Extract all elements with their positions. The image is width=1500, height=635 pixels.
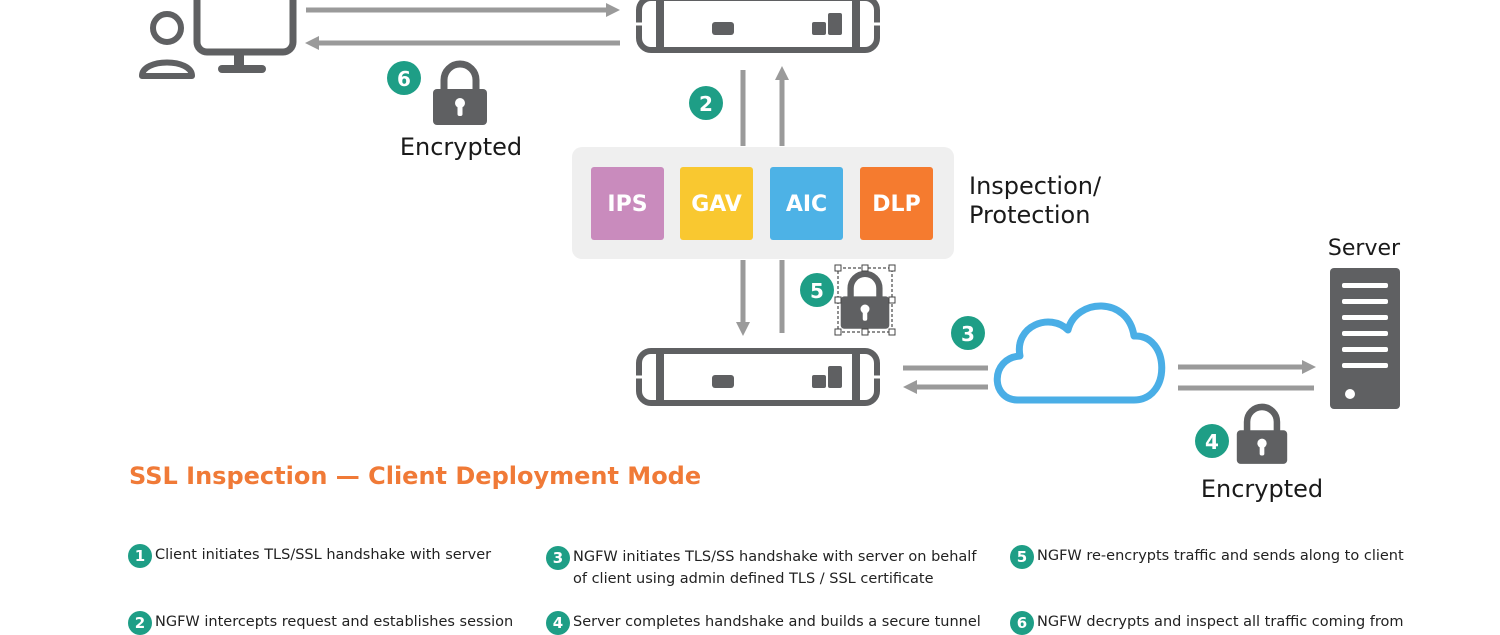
inspection-label-line1: Inspection/ — [969, 172, 1102, 200]
module-aic-label: AIC — [786, 192, 827, 217]
step-4-badge — [1195, 424, 1229, 458]
step-3-number: 3 — [546, 546, 570, 570]
step-6-text: NGFW decrypts and inspect all traffic co… — [1037, 614, 1404, 630]
step-3-text-line2: of client using admin defined TLS / SSL … — [573, 571, 934, 587]
step-1-text: Client initiates TLS/SSL handshake with … — [155, 547, 492, 563]
module-dlp-label: DLP — [872, 192, 920, 217]
client-computer-icon — [139, 0, 297, 79]
step-2-number: 2 — [128, 611, 152, 635]
step-2-badge — [689, 86, 723, 120]
step-6-number: 6 — [1010, 611, 1034, 635]
encrypted-label-top: Encrypted — [400, 133, 522, 161]
step-1-number: 1 — [128, 544, 152, 568]
step-4-text: Server completes handshake and builds a … — [573, 614, 981, 630]
step-5-badge-text: 5 — [810, 279, 824, 303]
module-gav-tile — [680, 167, 753, 240]
module-gav-label: GAV — [691, 192, 742, 217]
step-2-text: NGFW intercepts request and establishes … — [155, 614, 514, 630]
top-lock-group: 6 — [387, 61, 487, 125]
lock-icon — [841, 274, 890, 329]
module-ips-tile — [591, 167, 664, 240]
selection-box[interactable] — [834, 264, 896, 336]
module-aic-tile — [770, 167, 843, 240]
step-4-badge-text: 4 — [1205, 430, 1219, 454]
top-firewall-icon — [636, 0, 880, 50]
inspection-panel — [572, 147, 954, 259]
server-label: Server — [1328, 236, 1401, 261]
cloud-server-arrows — [1178, 360, 1316, 391]
step-4-number: 4 — [546, 611, 570, 635]
module-dlp-tile — [860, 167, 933, 240]
encrypted-label-bottom: Encrypted — [1201, 475, 1323, 503]
step-3-badge — [951, 316, 985, 350]
step-3-text-line1: NGFW initiates TLS/SS handshake with ser… — [573, 549, 977, 565]
vertical-arrows-top — [740, 66, 789, 146]
step-5-number: 5 — [1010, 545, 1034, 569]
cloud-icon — [993, 302, 1166, 404]
module-ips-label: IPS — [607, 192, 647, 217]
lock-icon — [1237, 407, 1287, 464]
step-5-badge — [800, 273, 834, 307]
lock-icon — [433, 64, 487, 125]
step-6-badge-text: 6 — [397, 67, 411, 91]
firewall-cloud-arrows — [903, 365, 988, 394]
step-3-badge-text: 3 — [961, 322, 975, 346]
step-6-badge — [387, 61, 421, 95]
server-icon — [1330, 268, 1400, 409]
bottom-firewall-icon — [636, 351, 880, 403]
vertical-arrows-bottom — [736, 260, 785, 336]
step-2-badge-text: 2 — [699, 92, 713, 116]
step-5-text: NGFW re-encrypts traffic and sends along… — [1037, 548, 1404, 564]
inspection-label-line2: Protection — [969, 201, 1090, 229]
page-title: SSL Inspection — Client Deployment Mode — [129, 462, 702, 490]
client-firewall-arrows — [305, 3, 620, 50]
